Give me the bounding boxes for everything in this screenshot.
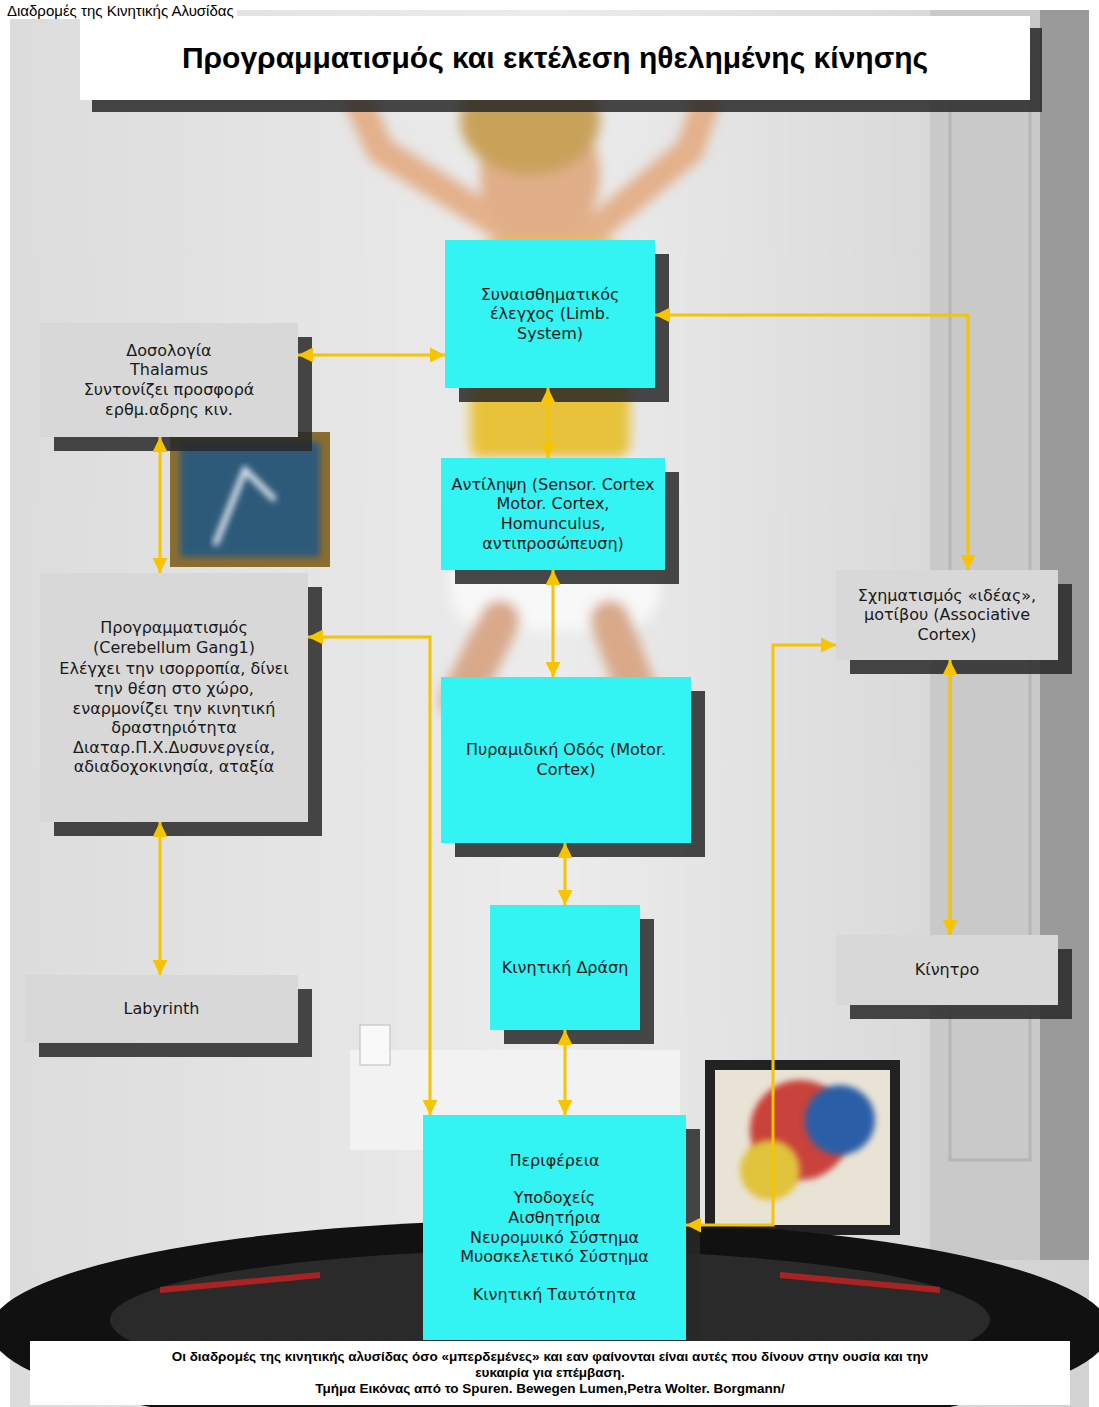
box-heading: Προγραμματισμός (Cerebellum Gang1) [50,618,298,657]
action-box: Κινητική Δράση [490,905,640,1030]
source-note: Τμήμα Εικόνας από το Spuren. Bewegen Lum… [315,1381,784,1397]
caption-band: Οι διαδρομές της κινητικής αλυσίδας όσο … [30,1341,1070,1405]
box-text: Κινητική Ταυτότητα [473,1285,637,1305]
box-heading: Δοσολογία [126,341,211,361]
box-heading: Πυραμιδική Οδός (Motor. Cortex) [451,740,681,779]
connector-arrow [308,637,430,1115]
box-heading: Κίνητρο [915,960,980,980]
connector-arrow [298,354,445,357]
box-heading: Labyrinth [124,999,200,1019]
connector-arrow [564,843,567,905]
connector-arrow [564,1030,567,1115]
title-box: Προγραμματισμός και εκτέλεση ηθελημένης … [80,16,1030,100]
connector-arrow [547,388,550,458]
box-heading: Περιφέρεια [509,1151,599,1171]
caption-text: Οι διαδρομές της κινητικής αλυσίδας όσο … [170,1349,930,1381]
page-heading: Διαδρομές της Κινητικής Αλυσίδας [4,2,237,19]
cerebellum-box: Προγραμματισμός (Cerebellum Gang1)Ελέγχε… [40,573,308,822]
connector-arrow [655,315,968,570]
box-text: Αισθητήρια [508,1208,600,1228]
idea-box: Σχηματισμός «ιδέας», μοτίβου (Associativ… [836,570,1058,660]
periphery-box: ΠεριφέρειαΥποδοχείςΑισθητήριαΝευρομυικό … [423,1115,686,1340]
limbic-box: Συναισθηματικός έλεγχος (Limb. System) [445,240,655,388]
labyrinth-box: Labyrinth [25,975,298,1043]
connector-arrow [159,437,162,573]
box-text: Μυοσκελετικό Σύστημα [460,1247,649,1267]
thalamus-box: ΔοσολογίαThalamusΣυντονίζει προσφορά ερθ… [40,323,298,437]
box-text: Ελέγχει την ισορροπία, δίνει την θέση στ… [50,659,298,776]
box-heading: Αντίληψη (Sensor. Cortex Motor. Cortex, … [451,475,655,553]
box-heading: Συναισθηματικός έλεγχος (Limb. System) [455,285,645,344]
box-text: Υποδοχείς [514,1188,595,1208]
motive-box: Κίνητρο [836,935,1058,1005]
connector-arrow [949,660,952,935]
box-text: Συντονίζει προσφορά ερθμ.αδρης κιν. [50,380,288,419]
perception-box: Αντίληψη (Sensor. Cortex Motor. Cortex, … [441,458,665,570]
box-heading: Κινητική Δράση [502,958,629,978]
pyramidal-box: Πυραμιδική Οδός (Motor. Cortex) [441,677,691,843]
connector-arrow [686,645,836,1225]
box-text: Thalamus [130,360,208,380]
connector-arrow [552,570,555,677]
diagram-title: Προγραμματισμός και εκτέλεση ηθελημένης … [182,41,928,75]
connector-arrow [159,822,162,975]
box-text: Νευρομυικό Σύστημα [470,1228,639,1248]
box-heading: Σχηματισμός «ιδέας», μοτίβου (Associativ… [846,586,1048,645]
